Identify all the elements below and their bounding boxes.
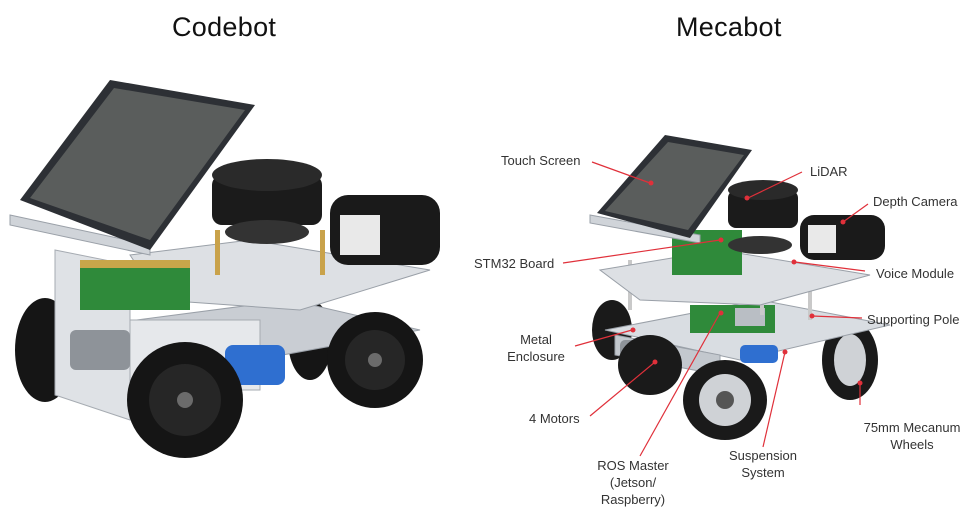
label-metal-enclosure-line1: Metal — [520, 332, 552, 347]
codebot-robot — [9, 80, 440, 458]
codebot-blue-servo — [225, 345, 285, 385]
label-mecanum-line2: Wheels — [890, 437, 934, 452]
codebot-screen-display — [30, 88, 245, 240]
codebot-motor — [70, 330, 130, 370]
codebot-lidar-top — [212, 159, 322, 191]
label-ros-master-line1: ROS Master — [597, 458, 669, 473]
label-ros-master: ROS Master (Jetson/ Raspberry) — [593, 457, 673, 508]
label-touch-screen: Touch Screen — [501, 153, 581, 168]
mecabot-front-left-wheel-rim — [618, 335, 682, 395]
label-suspension-system: Suspension System — [722, 447, 804, 481]
codebot-title: Codebot — [172, 12, 277, 42]
label-lidar: LiDAR — [810, 164, 848, 179]
label-supporting-pole: Supporting Pole — [867, 312, 960, 327]
label-ros-master-line3: Raspberry) — [600, 492, 666, 507]
label-depth-camera: Depth Camera — [873, 194, 958, 209]
label-suspension-line2: System — [741, 465, 785, 480]
mecabot-voice-module — [728, 236, 792, 254]
label-metal-enclosure: Metal Enclosure — [500, 331, 572, 365]
codebot-board — [80, 265, 190, 310]
codebot-board-header — [80, 260, 190, 268]
codebot-camera-label — [340, 215, 380, 255]
label-metal-enclosure-line2: Enclosure — [507, 349, 565, 364]
codebot-lidar-base — [225, 220, 309, 244]
leader-lines — [562, 161, 869, 457]
mecabot-title: Mecabot — [676, 12, 782, 42]
label-4-motors: 4 Motors — [529, 411, 580, 426]
label-mecanum-wheels: 75mm Mecanum Wheels — [852, 419, 972, 453]
mecabot-screen-display — [605, 142, 744, 230]
label-stm32-board: STM32 Board — [474, 256, 555, 271]
label-mecanum-line1: 75mm Mecanum — [863, 420, 961, 435]
mecabot-blue-part — [740, 345, 778, 363]
mecabot-robot — [589, 135, 891, 440]
label-suspension-line1: Suspension — [729, 448, 797, 463]
label-voice-module: Voice Module — [876, 266, 955, 281]
label-ros-master-line2: (Jetson/ — [609, 475, 657, 490]
